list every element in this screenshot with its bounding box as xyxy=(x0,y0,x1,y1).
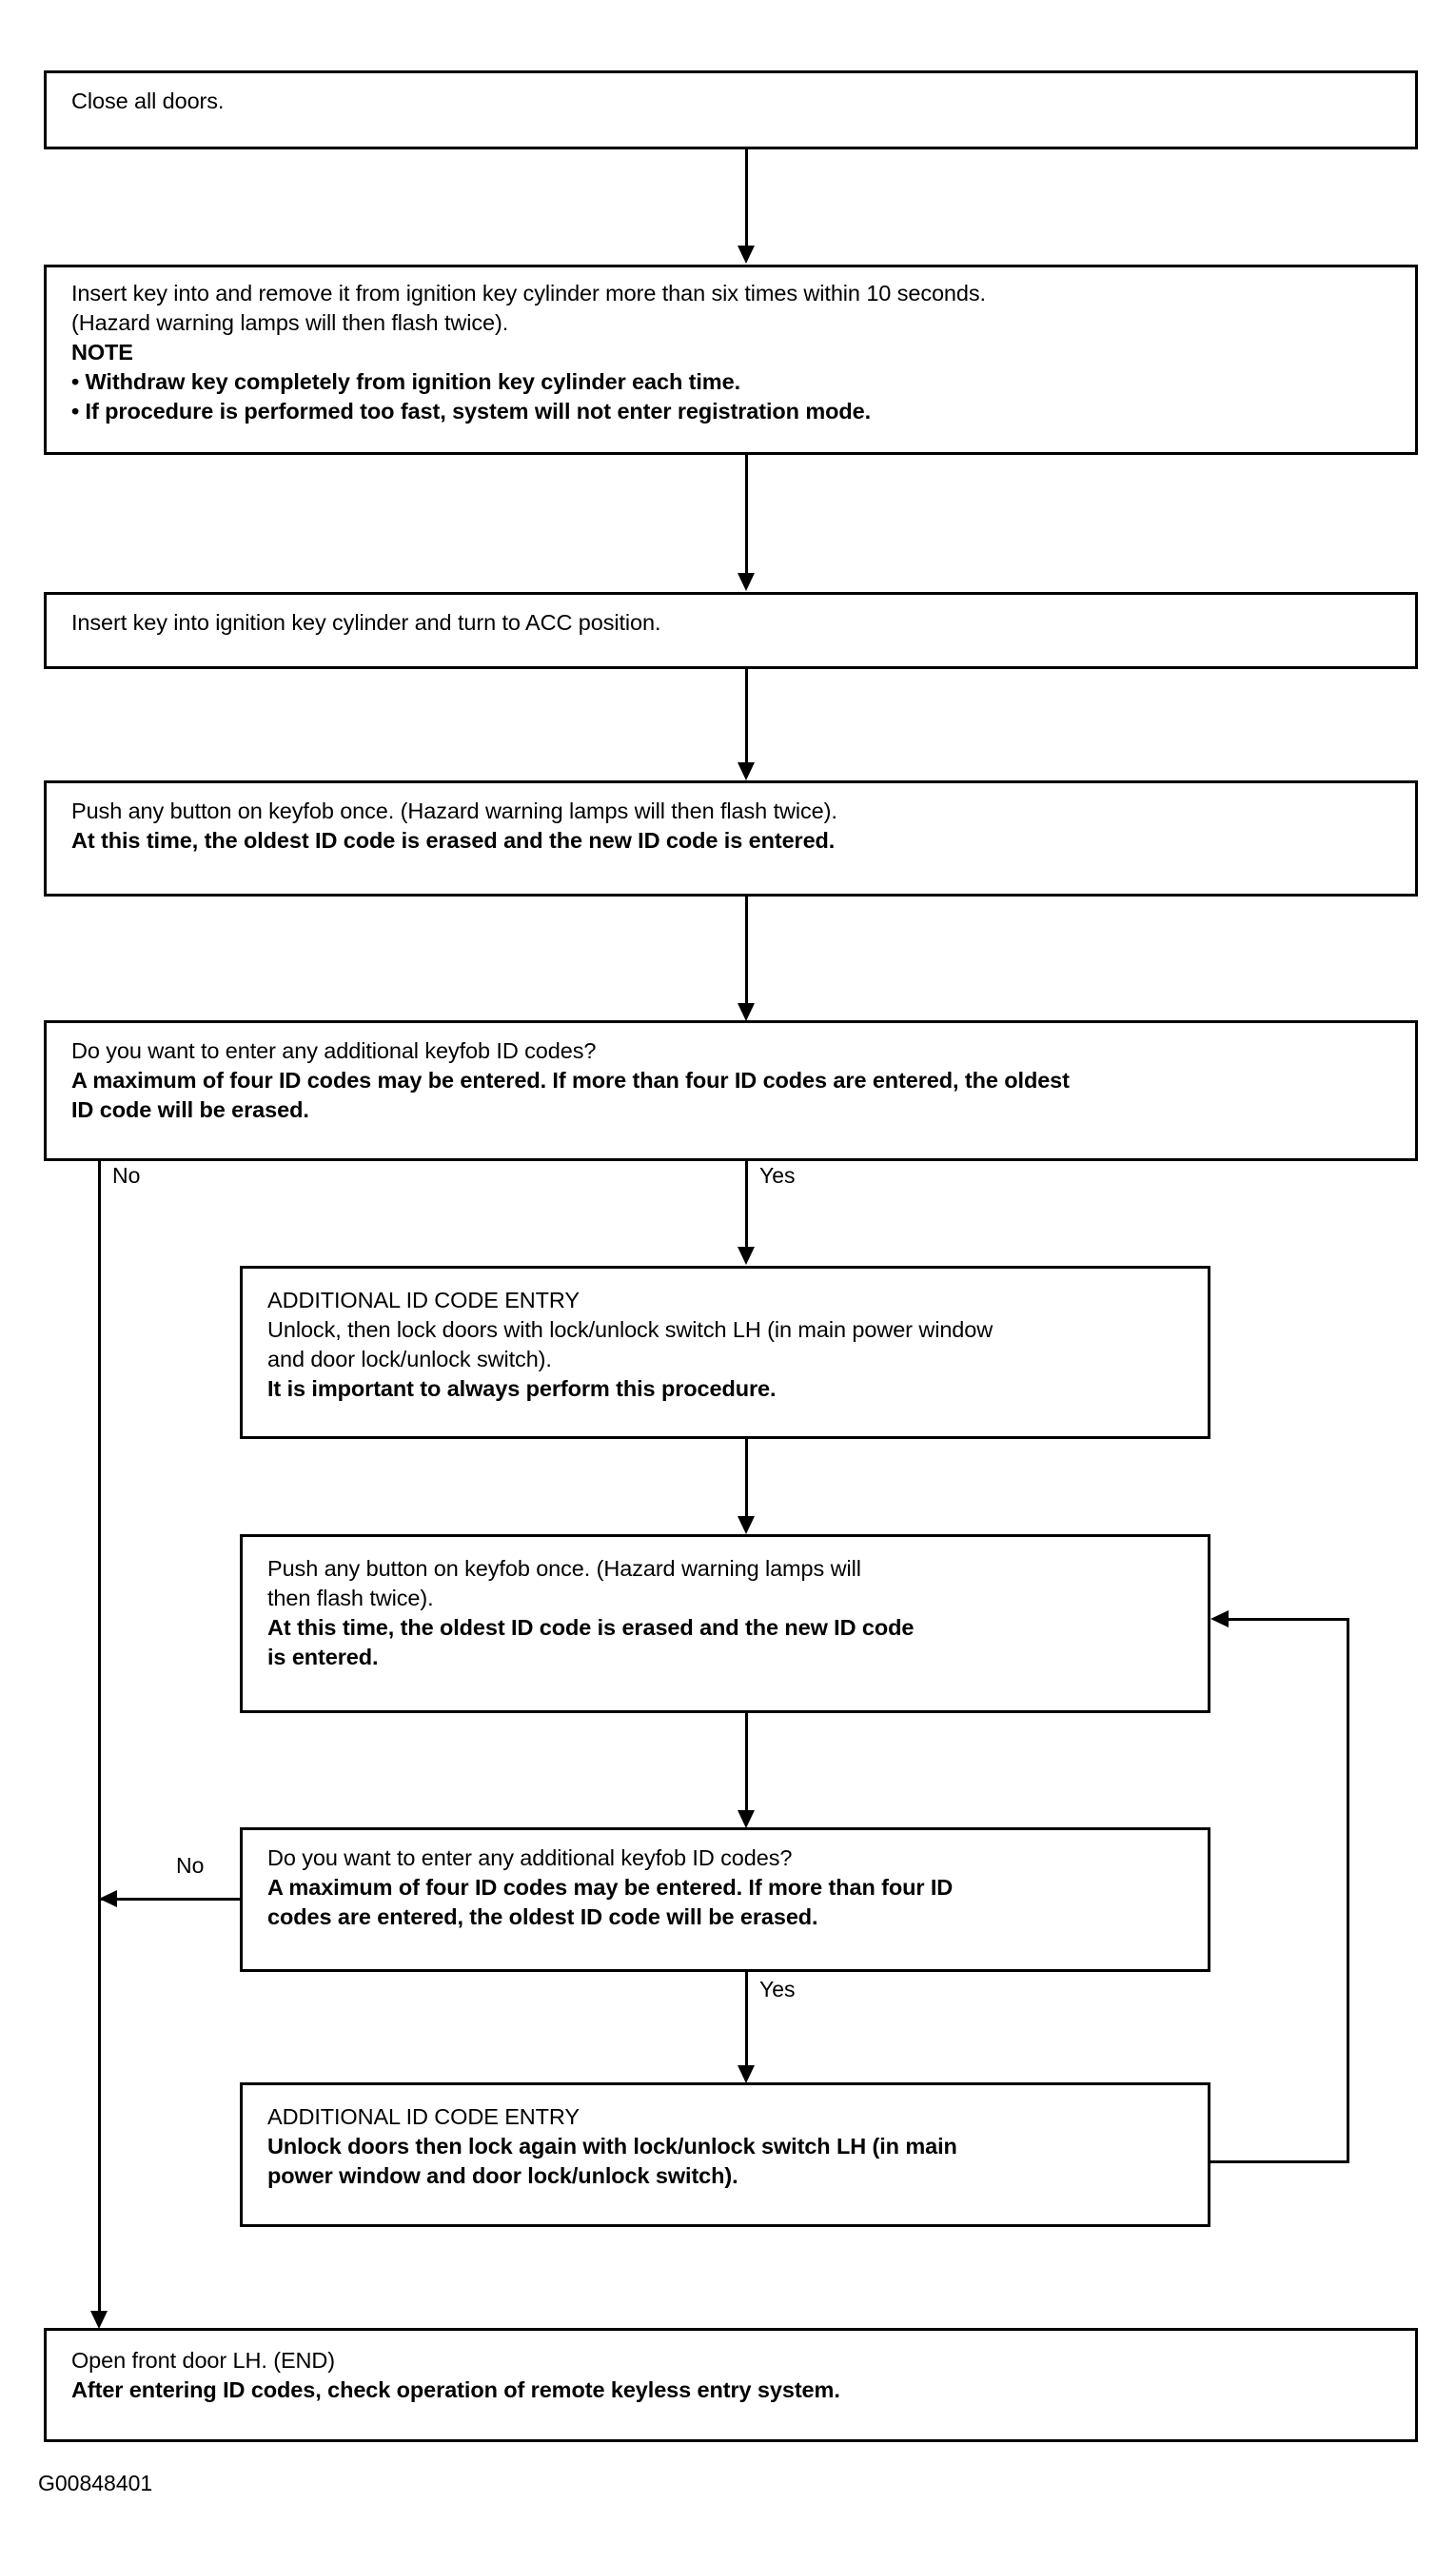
connector-decision1-yes xyxy=(745,1161,748,1249)
node-line: Open front door LH. (END) xyxy=(71,2348,335,2373)
node-line: and door lock/unlock switch). xyxy=(267,1347,552,1371)
node-line: Close all doors. xyxy=(71,89,225,113)
connector-step5-step6 xyxy=(745,1439,748,1518)
node-line-heading: ADDITIONAL ID CODE ENTRY xyxy=(267,1288,580,1312)
node-line: power window and door lock/unlock switch… xyxy=(267,2163,738,2188)
flow-node-push-keyfob-button: Push any button on keyfob once. (Hazard … xyxy=(44,780,1418,897)
node-line-note-heading: NOTE xyxy=(71,340,133,365)
node-line: A maximum of four ID codes may be entere… xyxy=(267,1875,954,1900)
node-line: Do you want to enter any additional keyf… xyxy=(267,1845,793,1870)
connector-step6-decision2 xyxy=(745,1713,748,1812)
node-line: Push any button on keyfob once. (Hazard … xyxy=(71,798,837,823)
arrowhead-step2-step3 xyxy=(738,573,755,591)
branch-label-no-2: No xyxy=(176,1853,205,1878)
node-line: Push any button on keyfob once. (Hazard … xyxy=(267,1556,861,1581)
figure-caption-id: G00848401 xyxy=(38,2471,153,2495)
node-line: Insert key into and remove it from ignit… xyxy=(71,281,986,306)
node-line-heading: ADDITIONAL ID CODE ENTRY xyxy=(267,2104,580,2129)
node-line: Unlock, then lock doors with lock/unlock… xyxy=(267,1317,994,1342)
branch-label-yes-1: Yes xyxy=(759,1163,796,1188)
connector-step4-decision1 xyxy=(745,897,748,1005)
arrowhead-step4-decision1 xyxy=(738,1003,755,1021)
node-line: Unlock doors then lock again with lock/u… xyxy=(267,2134,957,2159)
flow-node-decision-additional-codes-1: Do you want to enter any additional keyf… xyxy=(44,1020,1418,1161)
flow-node-close-all-doors: Close all doors. xyxy=(44,70,1418,149)
flow-node-additional-id-code-entry-1: ADDITIONAL ID CODE ENTRY Unlock, then lo… xyxy=(240,1266,1210,1439)
node-line-note-bullet: • Withdraw key completely from ignition … xyxy=(71,369,740,394)
flow-node-turn-to-acc: Insert key into ignition key cylinder an… xyxy=(44,592,1418,669)
arrowhead-feedback-loop-into-step6 xyxy=(1210,1610,1229,1627)
node-line: Insert key into ignition key cylinder an… xyxy=(71,610,661,635)
feedback-loop-bottom-segment xyxy=(1210,2160,1349,2163)
flow-node-push-keyfob-button-2: Push any button on keyfob once. (Hazard … xyxy=(240,1534,1210,1713)
flow-node-insert-remove-key: Insert key into and remove it from ignit… xyxy=(44,265,1418,455)
node-line: is entered. xyxy=(267,1645,379,1669)
connector-step2-step3 xyxy=(745,455,748,575)
arrowhead-step5-step6 xyxy=(738,1516,755,1534)
node-line-note-bullet: • If procedure is performed too fast, sy… xyxy=(71,399,872,424)
node-line: After entering ID codes, check operation… xyxy=(71,2377,840,2402)
feedback-loop-vertical-segment xyxy=(1347,1618,1349,2163)
arrowhead-decision1-yes xyxy=(738,1247,755,1265)
node-line: ID code will be erased. xyxy=(71,1097,309,1122)
connector-decision2-yes xyxy=(745,1972,748,2067)
connector-step1-step2 xyxy=(745,149,748,248)
flow-node-additional-id-code-entry-2: ADDITIONAL ID CODE ENTRY Unlock doors th… xyxy=(240,2082,1210,2227)
connector-decision2-no xyxy=(101,1898,240,1901)
flow-node-decision-additional-codes-2: Do you want to enter any additional keyf… xyxy=(240,1827,1210,1972)
connector-step3-step4 xyxy=(745,669,748,764)
node-line: At this time, the oldest ID code is eras… xyxy=(71,828,836,853)
node-line: (Hazard warning lamps will then flash tw… xyxy=(71,310,509,335)
node-line: Do you want to enter any additional keyf… xyxy=(71,1038,597,1063)
connector-decision1-no-rail xyxy=(98,1158,101,2313)
arrowhead-step3-step4 xyxy=(738,762,755,780)
node-line: codes are entered, the oldest ID code wi… xyxy=(267,1904,818,1929)
arrowhead-decision2-yes xyxy=(738,2065,755,2083)
node-line: It is important to always perform this p… xyxy=(267,1376,777,1401)
arrowhead-no-branch-to-end xyxy=(90,2311,108,2329)
node-line: At this time, the oldest ID code is eras… xyxy=(267,1615,915,1640)
flow-node-end-open-front-door: Open front door LH. (END) After entering… xyxy=(44,2328,1418,2442)
arrowhead-step6-decision2 xyxy=(738,1810,755,1828)
arrowhead-decision2-no xyxy=(99,1890,117,1907)
node-line: then flash twice). xyxy=(267,1586,434,1610)
feedback-loop-top-segment xyxy=(1228,1618,1349,1621)
node-line: A maximum of four ID codes may be entere… xyxy=(71,1068,1070,1093)
branch-label-no-1: No xyxy=(112,1163,141,1188)
arrowhead-step1-step2 xyxy=(738,246,755,264)
branch-label-yes-2: Yes xyxy=(759,1977,796,2001)
